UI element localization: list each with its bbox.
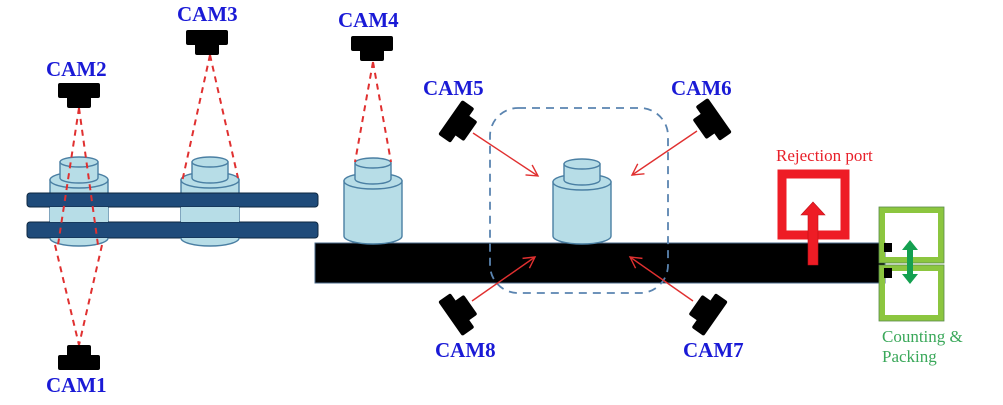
label-cam1: CAM1 [46, 373, 107, 397]
label-cam6: CAM6 [671, 76, 732, 100]
label-cam2: CAM2 [46, 57, 107, 81]
label-cam3: CAM3 [177, 2, 238, 26]
label-cam8: CAM8 [435, 338, 496, 362]
camera-cam6-icon[interactable] [687, 98, 732, 147]
camera-cam7-icon[interactable] [683, 287, 728, 336]
bottle-cam2-base [49, 237, 109, 247]
transfer-arrow-icon [902, 240, 918, 284]
label-cam7: CAM7 [683, 338, 744, 362]
main-conveyor [314, 242, 886, 284]
counting-packing-label-line1: Counting & [882, 327, 963, 346]
guide-rail-bottom [26, 221, 319, 239]
bottle-cam3-base [180, 237, 240, 247]
fov-cam1 [54, 244, 103, 346]
bottle-inspection-zone [552, 158, 612, 245]
camera-cam4-icon[interactable] [351, 36, 393, 61]
bottle-cam3-gap [181, 207, 239, 222]
rejection-port-label: Rejection port [776, 146, 873, 165]
bottle-cam4 [343, 157, 403, 245]
rejection-arrow-icon [800, 201, 826, 266]
camera-cam8-icon[interactable] [438, 287, 483, 336]
counting-packing-station[interactable] [878, 206, 945, 322]
ray-cam8 [471, 256, 537, 302]
ray-cam5 [472, 132, 540, 177]
camera-cam1-icon[interactable] [58, 345, 100, 370]
ray-cam7 [628, 256, 694, 302]
fov-cam4 [354, 61, 392, 163]
label-cam4: CAM4 [338, 8, 399, 32]
camera-cam3-icon[interactable] [186, 30, 228, 55]
camera-cam5-icon[interactable] [438, 100, 483, 149]
rejection-port[interactable] [777, 169, 850, 266]
fov-cam2 [57, 107, 99, 246]
ray-cam6 [630, 130, 698, 176]
bottle-cam2-gap [50, 207, 108, 222]
inspection-zone [489, 107, 669, 294]
counting-packing-label-line2: Packing [882, 347, 937, 366]
guide-rail-top [26, 192, 319, 208]
camera-cam2-icon[interactable] [58, 83, 100, 108]
label-cam5: CAM5 [423, 76, 484, 100]
